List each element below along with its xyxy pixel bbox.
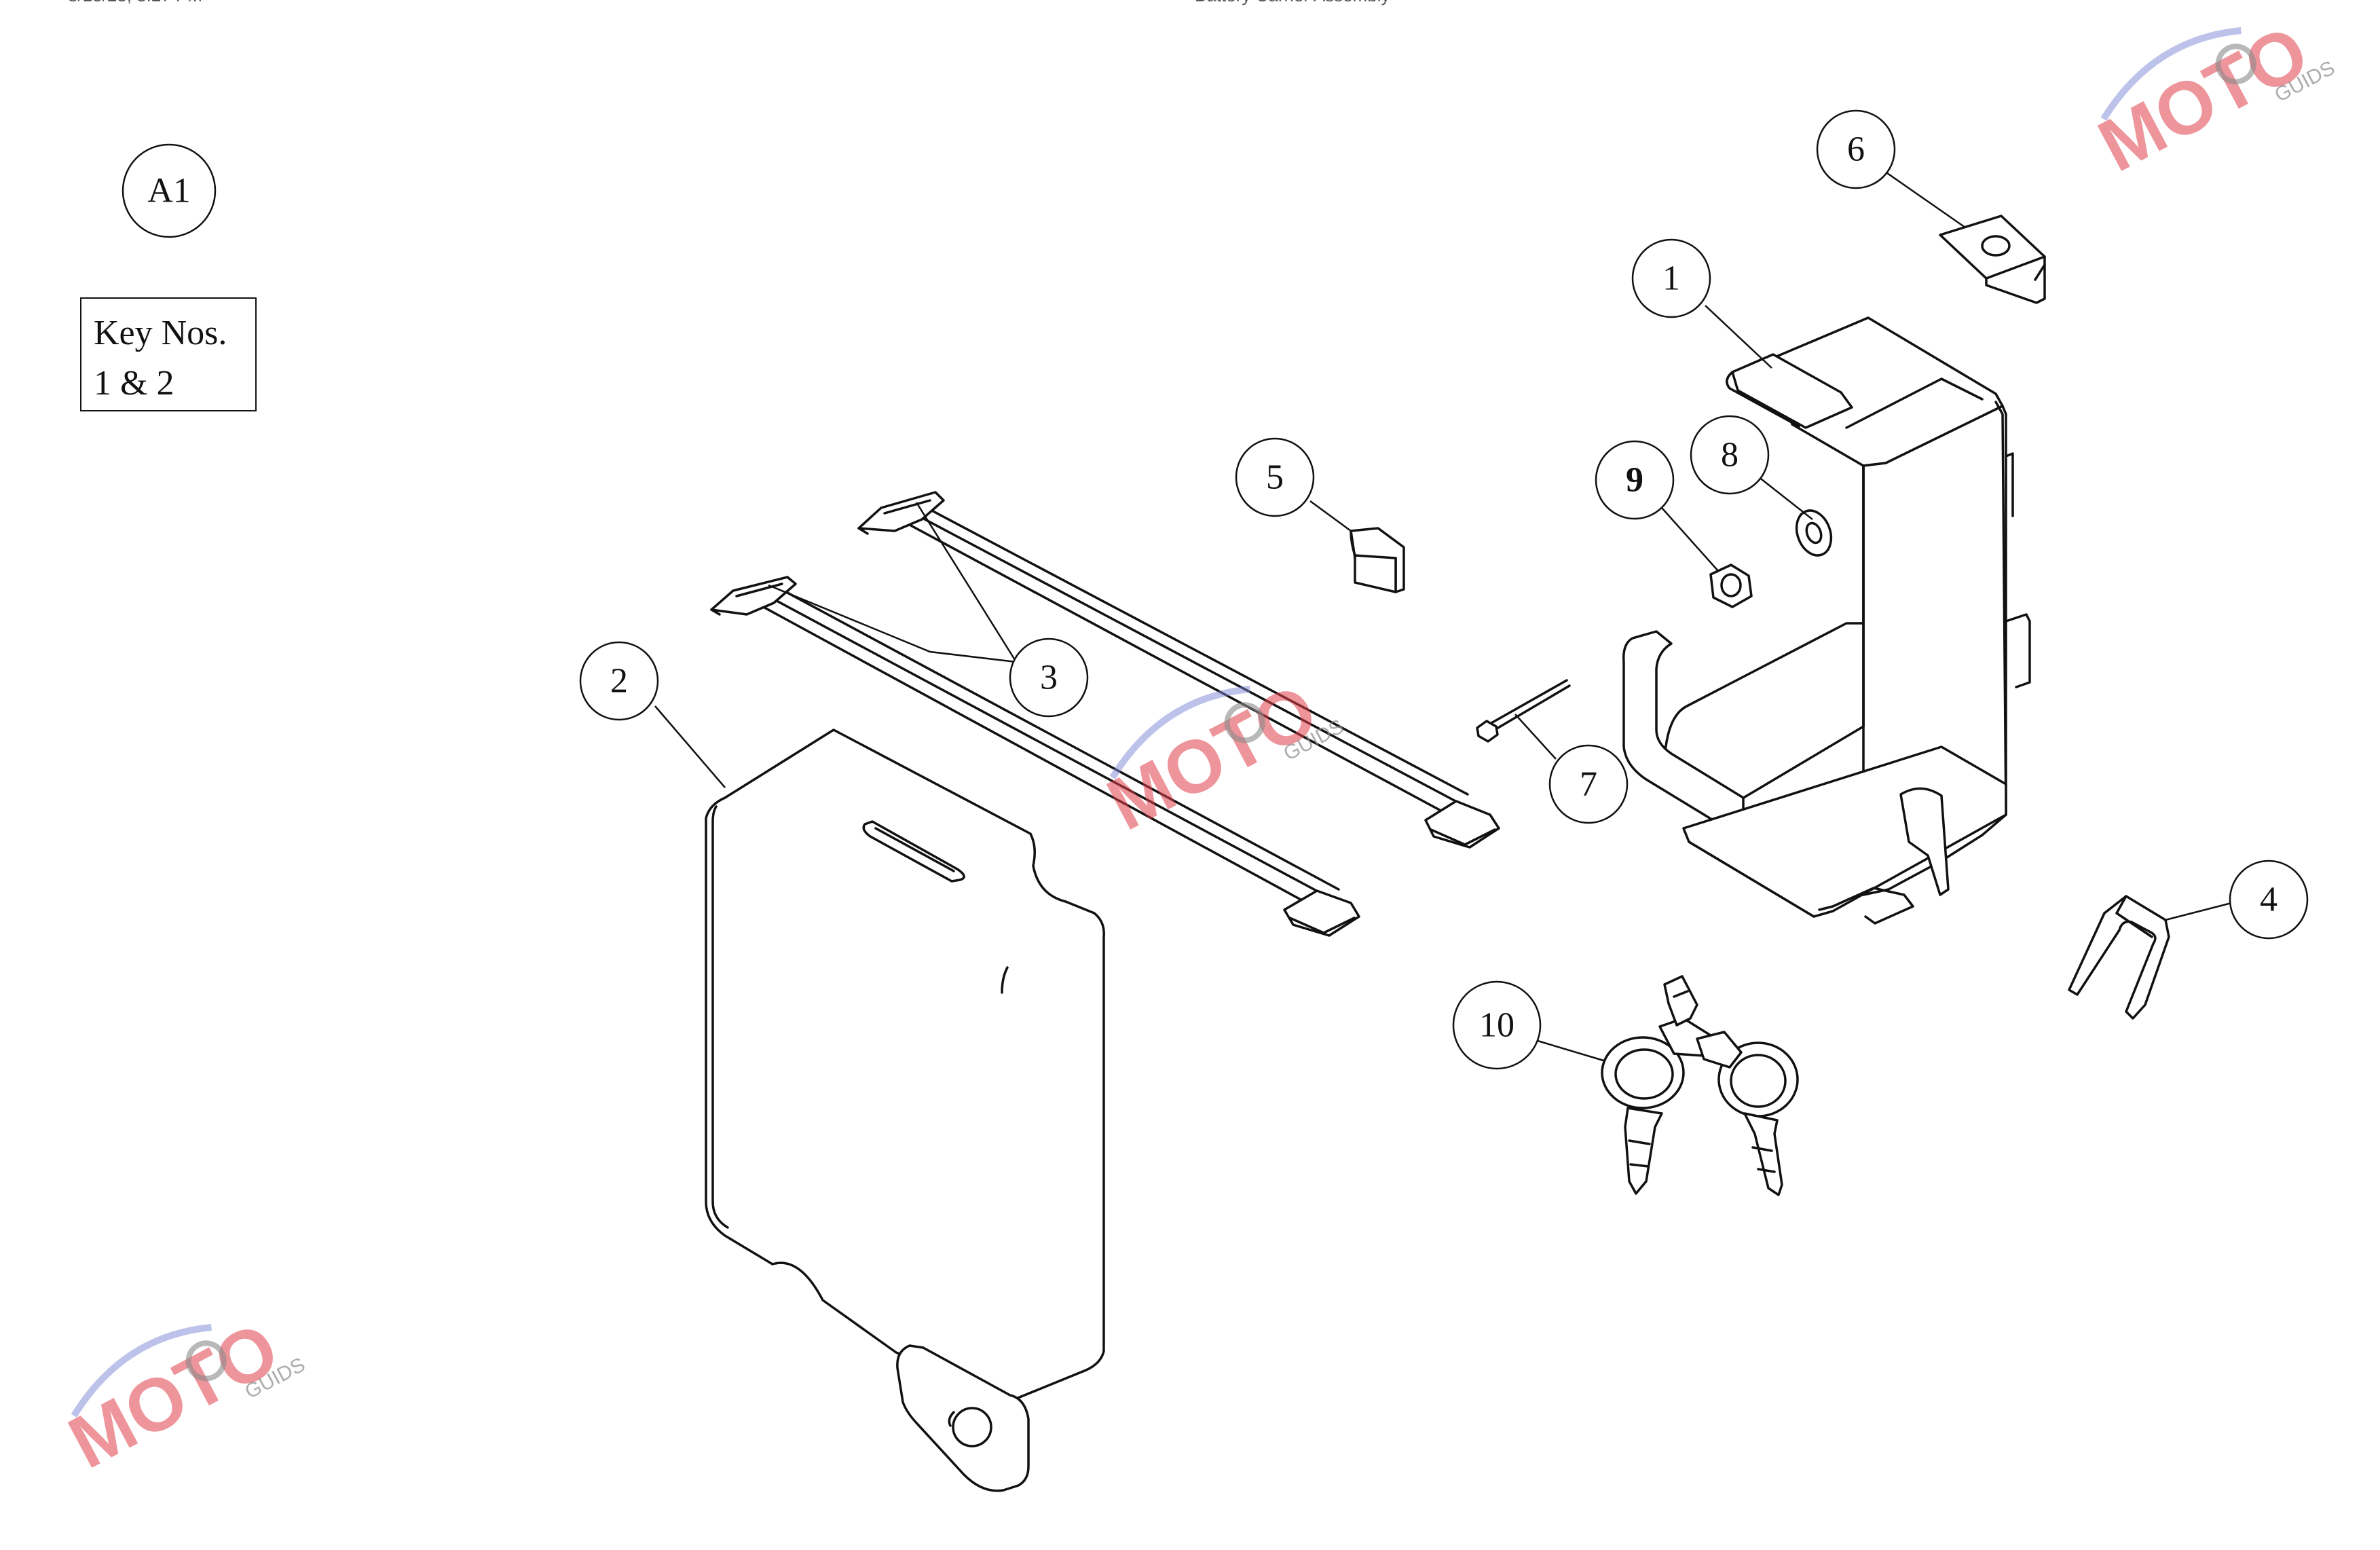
- key-note-line-2: 1 & 2: [94, 364, 174, 403]
- svg-text:6: 6: [1847, 130, 1865, 169]
- part-3-strap-front: [710, 576, 1360, 937]
- leader-lines: [654, 172, 2237, 1062]
- svg-text:8: 8: [1721, 436, 1738, 475]
- callout-5: 5: [1235, 437, 1315, 517]
- callout-3: 3: [1009, 638, 1089, 718]
- svg-text:1: 1: [1662, 259, 1680, 298]
- part-10-key-right: [1663, 975, 1799, 1196]
- header-page-title: Battery Carrier Assembly: [1195, 0, 1390, 5]
- callout-6: 6: [1816, 109, 1896, 189]
- watermark-logo-top-right: MOTO GUIDS: [2085, 10, 2339, 188]
- part-9-nut: [1709, 564, 1753, 608]
- diagram-id-label: A1: [147, 172, 191, 210]
- part-10-key-left: [1601, 1017, 1712, 1195]
- callout-1: 1: [1631, 238, 1711, 318]
- part-8-washer: [1795, 509, 1833, 557]
- header-timestamp: 8/15/23, 3:27 PM: [68, 0, 202, 5]
- callout-4: 4: [2229, 860, 2309, 940]
- part-4-fork-clip: [2068, 895, 2170, 1020]
- svg-text:2: 2: [610, 662, 628, 701]
- key-numbers-note: Key Nos. 1 & 2: [80, 297, 257, 411]
- svg-text:4: 4: [2260, 881, 2277, 919]
- callout-2: 2: [579, 641, 659, 721]
- key-note-line-1: Key Nos.: [94, 314, 227, 352]
- watermark-logo-bottom-left: MOTO GUIDS: [56, 1306, 309, 1485]
- part-5-clip: [1350, 527, 1405, 593]
- svg-text:10: 10: [1479, 1006, 1514, 1045]
- part-7-bolt: [1476, 679, 1571, 743]
- callout-7: 7: [1548, 744, 1629, 824]
- part-1-top-clip: [1726, 353, 1853, 429]
- watermark-logo-center: MOTO GUIDS: [1094, 668, 1347, 847]
- callout-10: 10: [1452, 980, 1542, 1070]
- svg-text:3: 3: [1040, 659, 1058, 697]
- callout-8: 8: [1690, 415, 1770, 495]
- part-2-battery-cover: [705, 728, 1105, 1492]
- callout-9: 9: [1595, 440, 1675, 520]
- svg-text:9: 9: [1626, 461, 1643, 500]
- svg-text:5: 5: [1266, 458, 1284, 497]
- part-6-bracket: [1939, 215, 2046, 304]
- svg-text:7: 7: [1580, 765, 1597, 804]
- diagram-id-callout: A1: [122, 143, 217, 238]
- part-1-battery-carrier: [1622, 316, 2031, 925]
- part-3-strap-rear: [857, 491, 1500, 849]
